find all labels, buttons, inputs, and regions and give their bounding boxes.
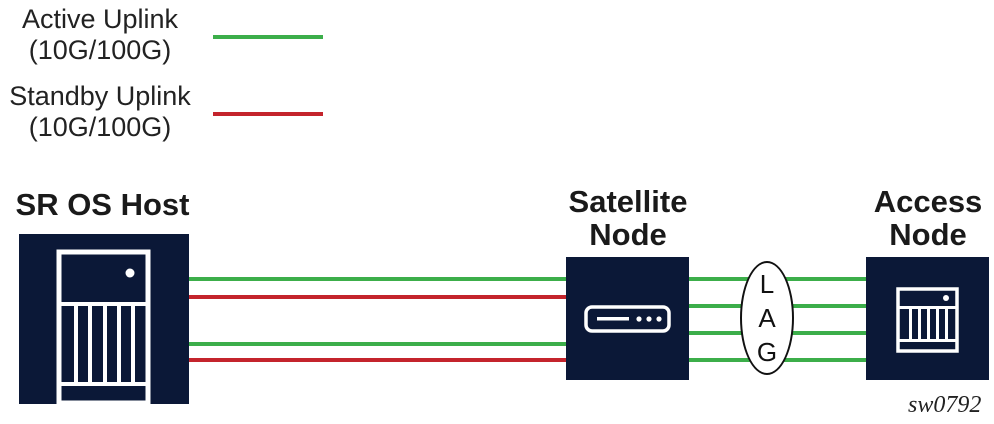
lag-letter-a: A [758,303,776,333]
host-title: SR OS Host [15,187,190,222]
legend-swatch-standby [213,112,323,116]
legend-active-line1: Active Uplink [21,4,179,34]
legend-standby-line2: (10G/100G) [28,112,172,142]
link-standby-2 [188,358,568,362]
link-active-1 [188,277,568,281]
access-node[interactable] [866,257,989,380]
satellite-node[interactable] [566,257,689,380]
link-active-2 [188,342,568,346]
legend-standby-line1: Standby Uplink [9,81,191,111]
chassis-icon [896,287,959,353]
legend-swatch-active [213,35,323,39]
link-standby-1 [188,295,568,299]
satellite-title-line2: Node [589,217,667,252]
lag-letter-l: L [759,269,775,299]
access-title-line2: Node [889,217,967,252]
access-title: Access Node [858,185,994,251]
legend-active-line2: (10G/100G) [28,35,172,65]
satellite-title-line1: Satellite [568,184,688,219]
lag-letter-g: G [756,337,778,367]
lag-group: L A G [740,261,794,375]
legend-label-active: Active Uplink (10G/100G) [0,4,200,66]
sr-os-host-node[interactable] [19,234,189,406]
access-title-line1: Access [873,184,983,219]
figure-id: sw0792 [908,392,982,418]
chassis-icon [56,249,151,406]
satellite-title: Satellite Node [548,185,708,251]
router-icon [584,305,671,333]
legend-label-standby: Standby Uplink (10G/100G) [0,81,200,143]
